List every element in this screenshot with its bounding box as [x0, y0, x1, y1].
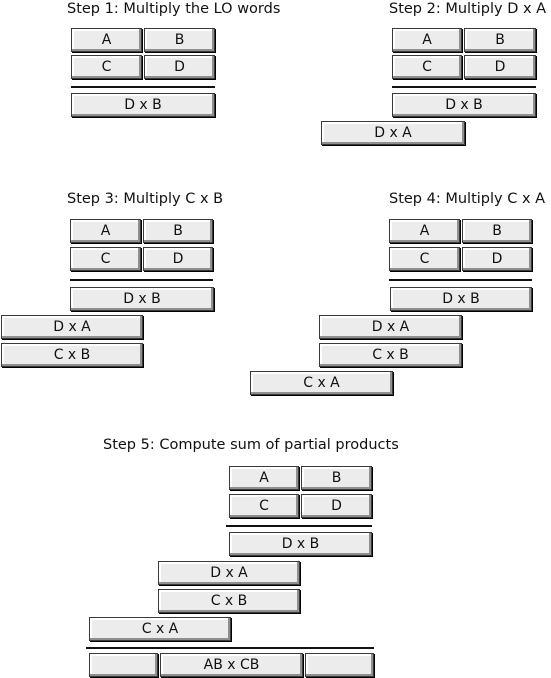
- step-1-box-b: B: [144, 28, 215, 52]
- step-2-box-dxb: D x B: [392, 93, 536, 117]
- step-3-box-c: C: [70, 247, 141, 271]
- step-4-box-c: C: [389, 247, 460, 271]
- step-5-box-result-lo: [305, 653, 374, 677]
- step-3-box-b: B: [143, 219, 213, 243]
- step-5-box-cxa: C x A: [89, 617, 231, 641]
- step-4-box-cxb: C x B: [319, 343, 462, 367]
- step-5-box-cxb: C x B: [158, 589, 300, 613]
- step-2-box-d: D: [464, 55, 536, 79]
- step-1-box-dxb: D x B: [71, 93, 215, 117]
- step-1-box-c: C: [71, 55, 142, 79]
- step-5-box-c: C: [229, 494, 299, 518]
- step-5-box-result-mid: AB x CB: [160, 653, 303, 677]
- step-3-box-cxb: C x B: [1, 343, 143, 367]
- step-3-box-a: A: [70, 219, 141, 243]
- step-5-title: Step 5: Compute sum of partial products: [103, 437, 399, 453]
- step-2-box-c: C: [392, 55, 462, 79]
- step-5-box-b: B: [301, 466, 372, 490]
- step-2-rule: [392, 86, 536, 88]
- step-3-box-dxb: D x B: [70, 287, 214, 311]
- step-4-title: Step 4: Multiply C x A: [389, 191, 546, 207]
- step-4-box-dxb: D x B: [390, 287, 532, 311]
- step-3-rule: [70, 279, 213, 281]
- step-2-title: Step 2: Multiply D x A: [389, 1, 547, 17]
- step-1-box-a: A: [71, 28, 142, 52]
- step-4-rule: [389, 279, 532, 281]
- step-1-box-d: D: [144, 55, 215, 79]
- step-2-box-b: B: [464, 28, 536, 52]
- step-1-rule: [71, 86, 215, 88]
- step-4-box-cxa: C x A: [250, 371, 393, 395]
- step-1-title: Step 1: Multiply the LO words: [67, 1, 281, 17]
- step-3-box-dxa: D x A: [1, 315, 143, 339]
- step-5-rule-top: [226, 525, 372, 527]
- step-5-box-d: D: [301, 494, 372, 518]
- step-5-rule-bottom: [86, 647, 374, 649]
- step-4-box-a: A: [389, 219, 460, 243]
- step-4-box-dxa: D x A: [319, 315, 462, 339]
- step-3-title: Step 3: Multiply C x B: [67, 191, 224, 207]
- step-2-box-dxa: D x A: [321, 121, 465, 145]
- step-4-box-b: B: [462, 219, 532, 243]
- step-2-box-a: A: [392, 28, 462, 52]
- step-4-box-d: D: [462, 247, 532, 271]
- step-5-box-a: A: [229, 466, 299, 490]
- step-5-box-result-hi: [89, 653, 158, 677]
- step-3-box-d: D: [143, 247, 213, 271]
- step-5-box-dxb: D x B: [229, 532, 372, 556]
- step-5-box-dxa: D x A: [158, 561, 300, 585]
